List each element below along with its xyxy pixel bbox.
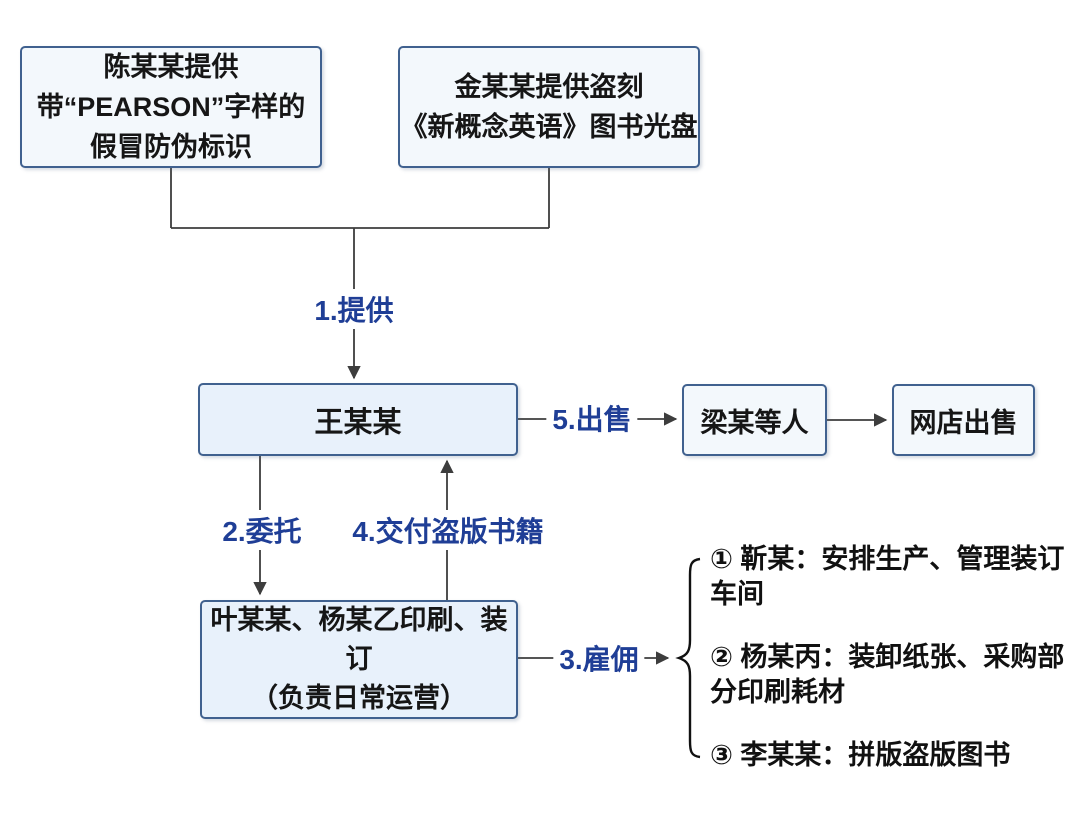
- node-chen-anticounterfeit-labels: 陈某某提供 带“PEARSON”字样的 假冒防伪标识: [20, 46, 322, 168]
- node-shop-label: 网店出售: [909, 407, 1018, 438]
- edge-label-hire: 3.雇佣: [553, 638, 645, 678]
- node-ye-label: 叶某某、杨某乙印刷、装订 （负责日常运营）: [210, 605, 508, 713]
- node-chen-label: 陈某某提供 带“PEARSON”字样的 假冒防伪标识: [36, 52, 306, 162]
- edge-label-sell: 5.出售: [546, 398, 638, 438]
- node-jin-label: 金某某提供盗刻 《新概念英语》图书光盘: [400, 72, 698, 142]
- edge-label-entrust: 2.委托: [216, 510, 308, 550]
- node-wang: 王某某: [198, 383, 518, 456]
- hired-item-jin: ① 靳某：安排生产、管理装订 车间: [710, 544, 1065, 609]
- node-wang-label: 王某某: [314, 406, 402, 439]
- hired-group-brace: [675, 557, 701, 759]
- node-online-shop: 网店出售: [892, 384, 1035, 456]
- hired-item-yang: ② 杨某丙：装卸纸张、采购部 分印刷耗材: [710, 642, 1065, 707]
- node-jin-pirated-discs: 金某某提供盗刻 《新概念英语》图书光盘: [398, 46, 700, 168]
- edge-label-deliver: 4.交付盗版书籍: [346, 510, 550, 550]
- node-liang: 梁某等人: [682, 384, 827, 456]
- node-ye-printing: 叶某某、杨某乙印刷、装订 （负责日常运营）: [200, 600, 518, 719]
- edge-label-provide: 1.提供: [308, 289, 400, 329]
- node-liang-label: 梁某等人: [700, 407, 809, 438]
- hired-item-li: ③ 李某某：拼版盗版图书: [710, 740, 1011, 770]
